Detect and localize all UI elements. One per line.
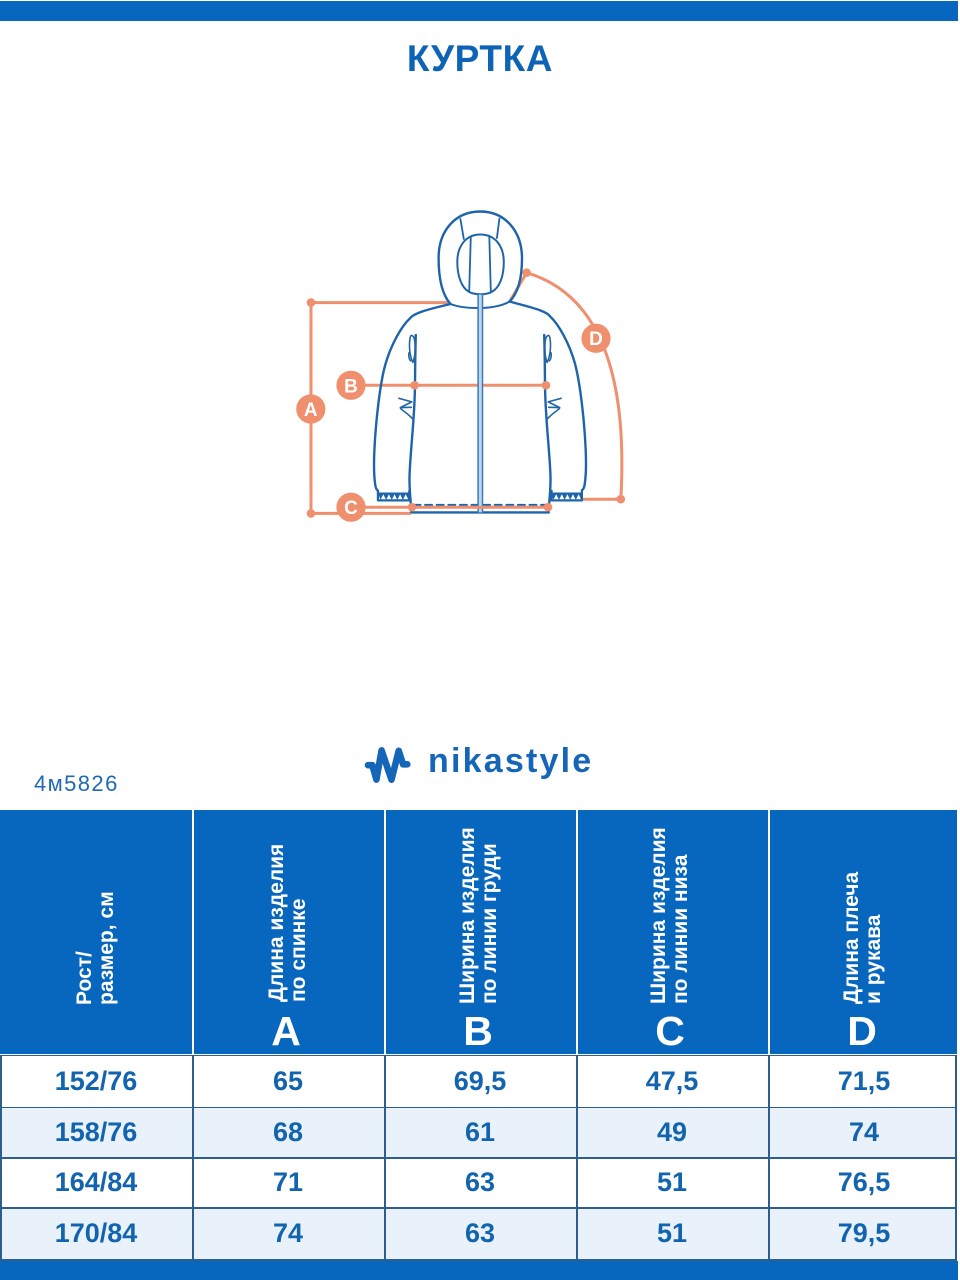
svg-text:C: C [344, 498, 358, 519]
svg-text:B: B [344, 376, 358, 397]
svg-text:A: A [304, 400, 318, 421]
svg-text:D: D [589, 329, 603, 350]
